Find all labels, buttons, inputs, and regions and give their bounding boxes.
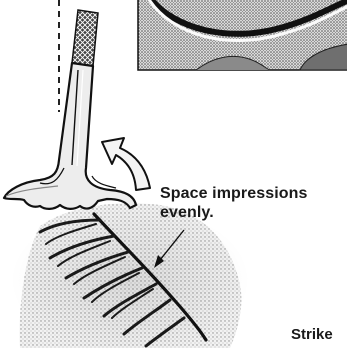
stipple-surface — [10, 203, 250, 348]
photo-inset — [138, 0, 347, 70]
curved-arrow-icon — [102, 138, 150, 190]
caption-line-1: Space impressions — [160, 184, 308, 203]
caption: Space impressions evenly. — [160, 184, 308, 222]
corner-label: Strike — [291, 326, 333, 343]
tool — [4, 10, 136, 209]
caption-line-2: evenly. — [160, 203, 308, 222]
